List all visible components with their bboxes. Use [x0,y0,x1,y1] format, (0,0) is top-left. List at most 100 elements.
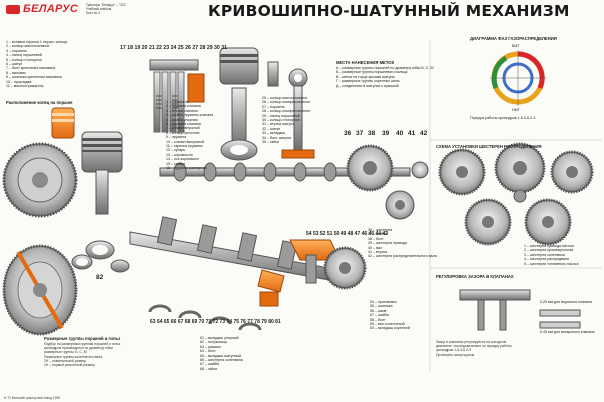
callout: 66 [170,319,177,325]
legend-item: 9 – пружина [166,135,187,140]
valve-clearance-sketch [459,289,581,331]
connecting-rod [281,68,315,159]
callout: 23 [163,45,170,51]
legend-item: 1 – шестерня привода насоса [524,244,574,248]
legend-item: 32 – шатун [262,126,281,131]
brand-logo: БЕЛАРУС [6,3,78,15]
legend-item: 63 – крышка [200,344,221,349]
callout: 70 [198,319,205,325]
header-sub-line: Лист № 3 [86,11,100,15]
callout: 68 [184,319,191,325]
section-title: Расположение колец на поршне [6,100,73,105]
tdc-label: ВМТ [512,44,520,48]
legend-item: 35 – гайка [262,140,279,145]
header-sub-line: Учебный альбом [86,7,112,11]
callout: 47 [354,231,361,237]
note-line: размерные группы: Б, С, М [44,350,87,355]
callout: 78 [254,319,260,325]
legend-item: 15 – стойка [166,161,186,166]
legend-item: 66 – шестерня коленвала [200,358,243,363]
callout: 81 [275,319,281,325]
legend-item: 16 – пружина распорная [166,166,207,171]
header-sub: Тракторы "Беларус" – "321" Учебный альбо… [86,3,127,15]
legend-item: 30 – кольцо стопорное [262,118,300,123]
gears-title: СХЕМА УСТАНОВКИ ШЕСТЕРЕН РАСПРЕДЕЛЕНИЯ [436,144,542,149]
crankshaft [129,216,367,293]
callout-39: 39 [382,130,390,137]
callout: 63 [150,319,156,325]
bottom-left-title: Размерные группы поршней и гильз [44,336,121,341]
legend-item: 29 – палец поршневой [262,113,300,118]
flywheel [2,142,78,218]
bearing-shells [71,240,130,273]
legend-item: 4 – шайба пружины клапана [166,113,214,118]
callout: 45 [368,231,375,237]
legend-item: 65 – вкладыш шатунный [200,353,242,358]
note-line: 2Н – номинальный размер [44,358,87,363]
flywheel-ring [2,244,78,336]
legend-item: 59 – вал коленчатый [370,322,405,327]
callout-40: 40 [396,130,404,137]
legend-item: 7 – клапан впускной [166,126,200,131]
legend-item: 13 – коромысло [166,152,193,157]
callout: 17 [120,45,126,51]
callout: 43 [382,231,389,237]
piston-main [81,131,123,215]
legend-item: 40 – вал [368,245,382,250]
legend-item: 5 – шайба упорная [166,117,198,122]
valve-note: 0,25 мм для впускного клапана [540,300,592,304]
valve-note-2: 0,45 мм для выпускного клапана [540,330,595,334]
callout: 74 [226,319,233,325]
callout: 44 [375,231,382,237]
callout: 51 [326,231,333,237]
legend-item: 14 – ось коромысел [166,157,200,162]
legend-item: 54 – противовес [370,300,398,304]
legend-item: 7 – болт крепления маховика [6,66,56,71]
legend-item: 5 – кольцо стопорное [6,57,42,62]
legend-item: 26 – кольцо компрессионное [262,100,311,105]
legend-item: 27 – поршень [262,104,285,109]
callout: 76 [240,319,246,325]
callout: 24 [170,45,177,51]
timing-title: ДИАГРАММА ФАЗ ГАЗОРАСПРЕДЕЛЕНИЯ [470,36,557,41]
callout-42: 42 [420,130,428,137]
legend-item: 41 – втулка [368,250,387,255]
firing-order: Порядок работы цилиндров 1-5-3-6-2-4 [470,116,536,120]
callout: 52 [319,231,326,237]
callout: 79 [261,319,267,325]
callout: 22 [156,45,162,51]
marks-item: Г – размерные группы коренных шеек [336,79,400,84]
callout: 48 [347,231,354,237]
legend-item: 37 – шайба [368,232,387,237]
legend-item: 2 – шестерня промежуточная [524,248,574,253]
valve-title: РЕГУЛИРОВКА ЗАЗОРА В КЛАПАНАХ [436,274,514,279]
callout: 30 [214,45,220,51]
legend-bottom-center-2: 61 – вкладыш упорный 62 – полукольцо 63 … [200,336,243,371]
callout: 72 [212,319,219,325]
footer: Н-70 Минский тракторный завод 1998 [4,396,60,400]
legend-item: 57 – шайба [370,313,389,318]
note-line: двигателе, последовательно по порядку ра… [436,344,512,349]
callout: 29 [206,45,213,51]
legend-item: 9 – шпилька крепления маховика [6,75,62,80]
callout: 67 [177,319,184,325]
legend-item: 55 – шпилька [370,304,393,309]
bottom-left-notes: Подбор по размерным группам поршней и ги… [44,342,120,367]
callout: 31 [221,45,228,51]
legend-item: 31 – втулка шатуна [262,122,295,127]
camshaft [159,162,411,182]
legend-item: 61 – вкладыш упорный [200,336,239,340]
callout: 49 [340,231,347,237]
callout: 20 [141,45,148,51]
legend-item: 28 – кольцо компрессионное [262,109,311,114]
callout: 71 [205,319,212,325]
legend-item: 10 – клапан выпускной [166,139,205,144]
legend-item: 58 – болт [370,317,386,322]
legend-right: 36 – шестерня 37 – шайба 38 – болт 39 – … [368,228,437,259]
callout: 27 [192,45,199,51]
legend-center: 1 – толкатель 2 – пружина клапана 3 – вт… [166,100,213,171]
callout: 69 [191,319,198,325]
legend-item: 60 – вкладыш коренной [370,326,410,331]
legend-item: 4 – палец поршневой [6,53,42,58]
